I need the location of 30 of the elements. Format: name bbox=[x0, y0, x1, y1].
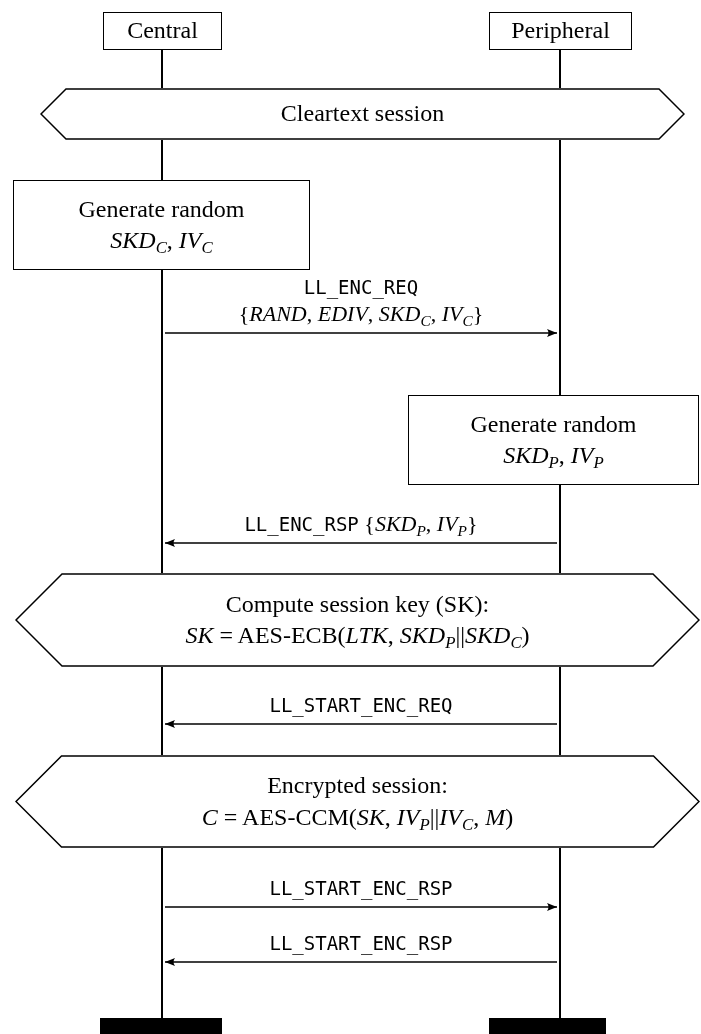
lifeline bbox=[159, 848, 165, 1018]
lifeline bbox=[159, 270, 165, 573]
formula-text: SKD$_{C}$, IV$_{C}$ bbox=[110, 226, 213, 257]
session-hexagon bbox=[15, 755, 700, 848]
node-title: Generate random bbox=[78, 194, 245, 224]
lifeline bbox=[159, 50, 165, 88]
process-box bbox=[489, 12, 632, 50]
lifeline bbox=[557, 50, 563, 88]
lifeline-end-bar bbox=[100, 1018, 222, 1034]
process-box bbox=[408, 395, 699, 485]
node-title: Generate random bbox=[470, 409, 637, 439]
lifeline-end-bar bbox=[489, 1018, 606, 1034]
session-hexagon bbox=[40, 88, 685, 140]
node-title: Central bbox=[127, 16, 198, 46]
node-title: Cleartext session bbox=[280, 99, 445, 129]
lifeline bbox=[557, 140, 563, 395]
node-title: Compute session key (SK): bbox=[225, 589, 490, 619]
lifeline bbox=[159, 140, 165, 180]
lifeline bbox=[557, 667, 563, 755]
session-hexagon bbox=[15, 573, 700, 667]
process-box bbox=[13, 180, 310, 270]
formula-text: SK = AES-ECB(LTK, SKD$_{P}$||SKD$_{C}$) bbox=[185, 621, 530, 652]
lifeline bbox=[557, 848, 563, 1018]
formula-text: SKD$_{P}$, IV$_{P}$ bbox=[503, 441, 604, 472]
node-title: Encrypted session: bbox=[267, 771, 448, 801]
formula-text: C = AES-CCM(SK, IV$_{P}$||IV$_{C}$, M) bbox=[201, 802, 514, 833]
lifeline bbox=[159, 667, 165, 755]
lifeline bbox=[557, 485, 563, 573]
process-box bbox=[103, 12, 222, 50]
node-title: Peripheral bbox=[511, 16, 610, 46]
